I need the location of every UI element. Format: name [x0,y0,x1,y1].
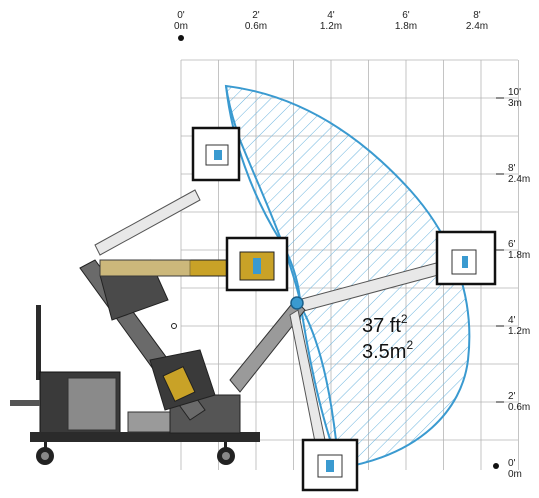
x-tick-2-ft: 4' [327,10,335,21]
y-tick-1-ft: 8' [508,163,516,174]
lower-sweep-arc [299,304,337,441]
y-tick-0-ft: 10' [508,87,521,98]
area-ft-value: 37 ft [362,315,401,337]
x-tick-0-m: 0m [174,21,188,32]
area-m-exponent: 2 [406,338,413,352]
x-origin-dot [178,35,184,41]
y-tick-2-m: 1.8m [508,250,530,261]
x-tick-1-ft: 2' [252,10,260,21]
y-tick-5-m: 0m [508,469,522,480]
pivot-point [290,296,304,310]
x-tick-2-m: 1.2m [320,21,342,32]
x-axis-ticks: 0' 0m 2' 0.6m 4' 1.2m 6' 1.8m 8' 2.4m [174,10,488,32]
y-tick-3-m: 1.2m [508,326,530,337]
area-imperial: 37 ft2 [362,312,408,337]
y-tick-1-m: 2.4m [508,174,530,185]
x-tick-0-ft: 0' [177,10,185,21]
area-metric: 3.5m2 [362,338,413,363]
right-boom [297,230,497,313]
lower-boom [229,299,359,492]
reach-envelope [224,84,471,470]
x-tick-4-m: 2.4m [466,21,488,32]
y-tick-0-m: 3m [508,98,522,109]
mid-boom [99,236,289,292]
y-axis-ticks: 10' 3m 8' 2.4m 6' 1.8m 4' 1.2m 2' 0.6m 0… [496,87,530,480]
pivot-marker [171,323,177,329]
area-m-value: 3.5m [362,341,406,363]
x-tick-4-ft: 8' [473,10,481,21]
x-tick-3-ft: 6' [402,10,410,21]
x-tick-3-m: 1.8m [395,21,417,32]
y-tick-4-ft: 2' [508,391,516,402]
area-ft-exponent: 2 [401,312,408,326]
coverage-label: 37 ft2 3.5m2 [362,312,413,363]
upper-boom [94,126,241,256]
y-origin-dot [493,463,499,469]
y-tick-5-ft: 0' [508,458,516,469]
y-tick-2-ft: 6' [508,239,516,250]
y-tick-4-m: 0.6m [508,402,530,413]
y-tick-3-ft: 4' [508,315,516,326]
x-tick-1-m: 0.6m [245,21,267,32]
